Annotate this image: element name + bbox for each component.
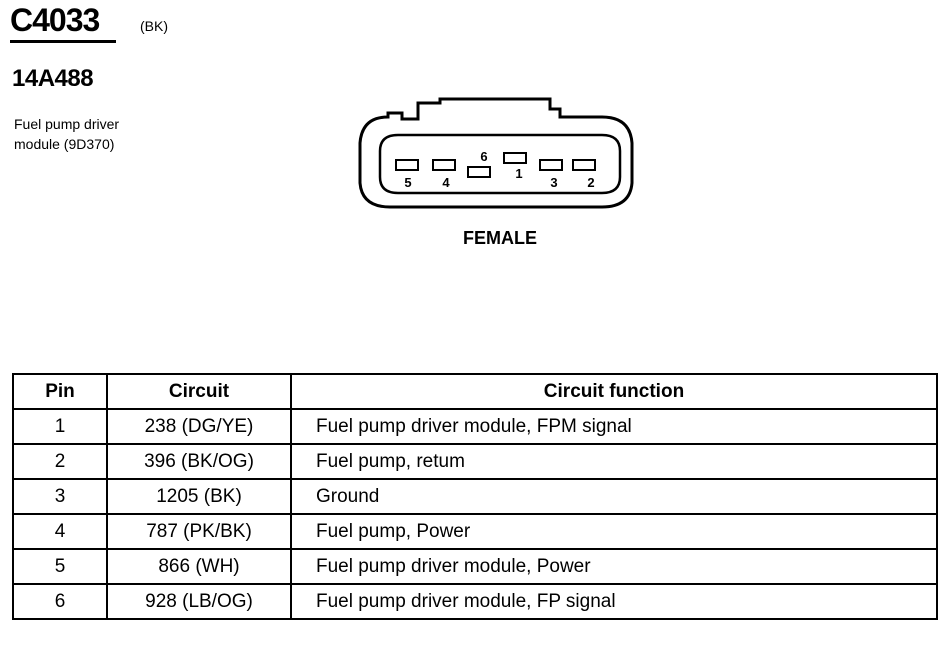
cell-pin: 3 — [12, 478, 108, 515]
cell-circuit: 238 (DG/YE) — [106, 408, 292, 445]
connector-gender-label: FEMALE — [463, 228, 537, 248]
cell-circuit: 928 (LB/OG) — [106, 583, 292, 620]
cell-function: Fuel pump, Power — [290, 513, 938, 550]
table-row: 3 1205 (BK) Ground — [12, 478, 938, 515]
header-pin: Pin — [12, 373, 108, 410]
pin-4-terminal — [432, 159, 456, 171]
table-row: 4 787 (PK/BK) Fuel pump, Power — [12, 513, 938, 550]
cell-circuit: 396 (BK/OG) — [106, 443, 292, 480]
cell-function: Fuel pump driver module, Power — [290, 548, 938, 585]
connector-id: C4033 — [10, 2, 100, 38]
table-row: 6 928 (LB/OG) Fuel pump driver module, F… — [12, 583, 938, 620]
part-number: 14A488 — [12, 65, 94, 92]
table-row: 2 396 (BK/OG) Fuel pump, retum — [12, 443, 938, 480]
table-row: 1 238 (DG/YE) Fuel pump driver module, F… — [12, 408, 938, 445]
pin-1-terminal — [503, 152, 527, 164]
pin-label-2: 2 — [587, 175, 594, 190]
pin-2-terminal — [572, 159, 596, 171]
pin-label-5: 5 — [404, 175, 411, 190]
pin-label-3: 3 — [550, 175, 557, 190]
cell-pin: 5 — [12, 548, 108, 585]
connector-description: Fuel pump driver module (9D370) — [14, 114, 184, 154]
connector-face-diagram: 5 4 6 1 3 2 — [358, 97, 634, 209]
connector-outer-housing — [358, 97, 634, 209]
pin-3-terminal — [539, 159, 563, 171]
description-line-2: module (9D370) — [14, 136, 115, 152]
cell-circuit: 866 (WH) — [106, 548, 292, 585]
pin-label-6: 6 — [480, 149, 487, 164]
header-circuit: Circuit — [106, 373, 292, 410]
connector-inner-cavity — [378, 133, 622, 195]
cell-circuit: 787 (PK/BK) — [106, 513, 292, 550]
connector-color-code: (BK) — [140, 18, 168, 34]
pin-table: Pin Circuit Circuit function 1 238 (DG/Y… — [12, 373, 938, 620]
cell-pin: 2 — [12, 443, 108, 480]
cell-circuit: 1205 (BK) — [106, 478, 292, 515]
cell-pin: 1 — [12, 408, 108, 445]
cell-function: Ground — [290, 478, 938, 515]
table-row: 5 866 (WH) Fuel pump driver module, Powe… — [12, 548, 938, 585]
connector-id-underline — [10, 40, 116, 43]
table-header-row: Pin Circuit Circuit function — [12, 373, 938, 410]
pin-6-terminal — [467, 166, 491, 178]
pin-label-1: 1 — [515, 166, 522, 181]
header-circuit-function: Circuit function — [290, 373, 938, 410]
pin-5-terminal — [395, 159, 419, 171]
cell-pin: 6 — [12, 583, 108, 620]
pin-label-4: 4 — [442, 175, 450, 190]
cell-function: Fuel pump driver module, FPM signal — [290, 408, 938, 445]
cell-function: Fuel pump, retum — [290, 443, 938, 480]
cell-function: Fuel pump driver module, FP signal — [290, 583, 938, 620]
description-line-1: Fuel pump driver — [14, 116, 120, 132]
cell-pin: 4 — [12, 513, 108, 550]
